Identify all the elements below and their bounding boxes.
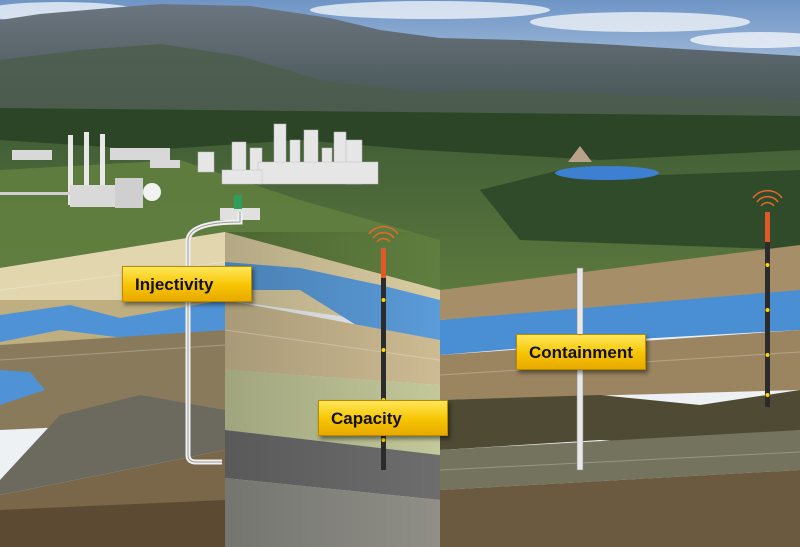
city-buildings-icon bbox=[197, 123, 379, 185]
village bbox=[12, 148, 180, 168]
callout-containment: Containment bbox=[516, 334, 646, 370]
forest bbox=[0, 108, 800, 160]
cross-section-middle-face bbox=[225, 232, 440, 547]
well-pipe-icon bbox=[185, 212, 243, 465]
signal-beacon-icon bbox=[752, 189, 783, 207]
callout-injectivity: Injectivity bbox=[122, 266, 252, 302]
power-plant-icon bbox=[0, 132, 161, 208]
cross-section-right-face bbox=[440, 245, 800, 547]
monitoring-well-icon bbox=[765, 212, 770, 407]
aquifer-layer-left bbox=[0, 300, 225, 342]
lake bbox=[555, 166, 659, 180]
tent-icon bbox=[568, 146, 592, 162]
callout-capacity: Capacity bbox=[318, 400, 448, 436]
caprock-left bbox=[0, 395, 225, 495]
forest-right bbox=[480, 170, 800, 250]
signal-beacon-icon bbox=[368, 225, 399, 243]
